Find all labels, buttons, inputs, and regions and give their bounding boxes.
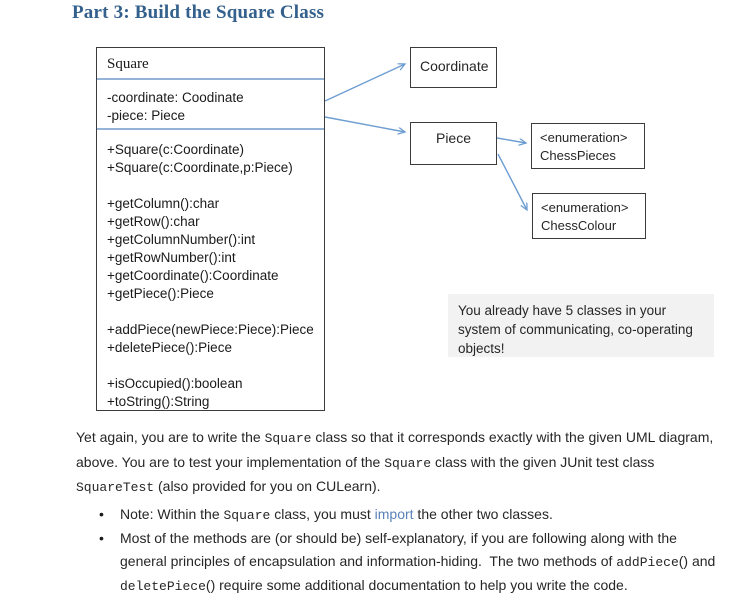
text-segment: class so that it corresponds exactly wit…	[76, 429, 718, 470]
text-segment: the other two classes.	[413, 506, 553, 522]
code-text: addPiece	[616, 555, 679, 570]
uml-diagram: Square -coordinate: Coodinate -piece: Pie…	[0, 40, 750, 420]
code-text: Square	[223, 508, 271, 523]
uml-member-line: -piece: Piece	[107, 108, 186, 123]
uml-member-line: +deletePiece():Piece	[107, 340, 232, 355]
uml-member-line: +toString():String	[107, 394, 210, 409]
uml-member-line: -coordinate: Coodinate	[107, 90, 244, 105]
import-link[interactable]: import	[374, 506, 414, 522]
text-segment: Yet again, you are to write the	[76, 429, 265, 445]
arrow-square-to-coordinate	[324, 64, 405, 102]
uml-class-name: Square	[97, 48, 324, 80]
arrow-square-to-piece	[324, 116, 405, 132]
uml-attributes-section: -coordinate: Coodinate -piece: Piece	[97, 80, 324, 130]
uml-member-line: +Square(c:Coordinate,p:Piece)	[107, 160, 293, 175]
uml-stereotype: <enumeration>	[540, 130, 628, 145]
code-text: Square	[264, 431, 312, 446]
arrow-piece-to-chesspieces	[496, 137, 526, 143]
text-segment: () require some additional documentation…	[205, 577, 628, 593]
uml-enum-chesscolour: <enumeration> ChessColour	[532, 193, 646, 239]
bullet-note-import: Note: Within the Square class, you must …	[99, 503, 720, 527]
uml-member-line: +addPiece(newPiece:Piece):Piece	[107, 322, 314, 337]
uml-class-square: Square -coordinate: Coodinate -piece: Pie…	[96, 47, 325, 411]
uml-methods-section: +Square(c:Coordinate) +Square(c:Coordinat…	[97, 130, 324, 410]
uml-enum-name: ChessColour	[541, 218, 617, 233]
page-title: Part 3: Build the Square Class	[72, 2, 325, 23]
uml-member-line: +getCoordinate():Coordinate	[107, 268, 279, 283]
uml-member-line	[107, 177, 314, 195]
uml-class-name: Coordinate	[420, 58, 489, 74]
uml-member-line: +getPiece():Piece	[107, 286, 214, 301]
uml-member-line: +getRowNumber():int	[107, 250, 236, 265]
uml-stereotype: <enumeration>	[541, 200, 629, 215]
uml-member-line: +getRow():char	[107, 214, 200, 229]
text-segment: class, you must	[270, 506, 375, 522]
instructions-paragraph: Yet again, you are to write the Square c…	[76, 426, 728, 500]
uml-member-line	[107, 303, 314, 321]
uml-member-line: +getColumnNumber():int	[107, 232, 256, 247]
text-segment: class with the given JUnit test class	[431, 453, 659, 470]
text-segment: Note: Within the	[120, 506, 224, 522]
text-segment: (also provided for you on CULearn).	[154, 478, 381, 494]
uml-enum-name: ChessPieces	[540, 148, 616, 163]
uml-member-line: +getColumn():char	[107, 196, 220, 211]
arrow-piece-to-chesscolour	[497, 153, 527, 210]
uml-class-piece: Piece	[410, 122, 497, 165]
notes-bullet-list: Note: Within the Square class, you must …	[99, 503, 720, 598]
bullet-methods-explanation: Most of the methods are (or should be) s…	[99, 527, 720, 598]
uml-member-line: +Square(c:Coordinate)	[107, 142, 244, 157]
uml-member-line: +isOccupied():boolean	[107, 376, 243, 391]
uml-class-name: Piece	[435, 130, 472, 146]
code-text: SquareTest	[76, 480, 155, 495]
code-text: Square	[384, 455, 432, 471]
uml-member-line	[107, 357, 314, 375]
text-segment: Most of the methods are (or should be) s…	[120, 530, 681, 569]
callout-note: You already have 5 classes in your syste…	[448, 294, 714, 357]
uml-class-coordinate: Coordinate	[410, 47, 497, 88]
uml-enum-chesspieces: <enumeration> ChessPieces	[531, 123, 645, 169]
code-text: deletePiece	[120, 579, 206, 594]
text-segment: () and	[678, 553, 720, 569]
